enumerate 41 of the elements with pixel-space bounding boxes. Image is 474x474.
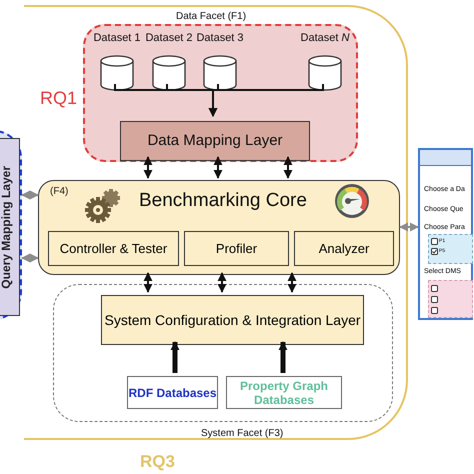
layer-box [184,231,289,266]
node-label: Analyzer [318,240,370,258]
dataset-label: Dataset 1 [92,31,142,46]
block-arrow [170,341,180,373]
layer-box [294,231,394,266]
arrow [214,156,222,179]
node-label: Controller & Tester [60,240,168,258]
node-label: Property Graph Databases [238,378,330,406]
layer-box [226,376,342,409]
checkbox-group [428,234,473,264]
arrow [288,272,296,293]
core-panel [38,180,400,275]
arrow [284,156,292,179]
layer-box [127,376,218,409]
arrow [144,156,152,179]
facet-label: (F4) [50,185,68,199]
arrow [208,84,324,117]
node-label: System Configuration & Integration Layer [104,310,361,330]
block-arrow [278,341,288,373]
arrow [218,272,226,293]
group-label: Data Facet (F1) [176,10,246,24]
group-label: RQ3 [140,452,175,472]
arrow [21,254,39,262]
layer-box [120,121,310,161]
research-question-label: RQ1 [40,87,78,110]
group-label: System Facet (F3) [201,427,284,441]
node-label: Profiler [216,240,258,258]
node-title: Benchmarking Core [139,189,307,213]
node-label: Data Mapping Layer [147,130,283,151]
node-label: RDF Databases [128,386,217,400]
dataset-label: Dataset N [300,31,350,46]
layer-box [101,295,364,345]
checkbox-group [428,280,473,318]
arrow [144,272,152,293]
dataset-label: Dataset 3 [195,31,245,46]
arrow [399,222,419,232]
layer-box [48,231,179,266]
layer-label: Query Mapping Layer [0,166,14,288]
dataset-label: Dataset 2 [144,31,194,46]
ui-form-panel [418,148,473,320]
arrow [21,190,39,200]
